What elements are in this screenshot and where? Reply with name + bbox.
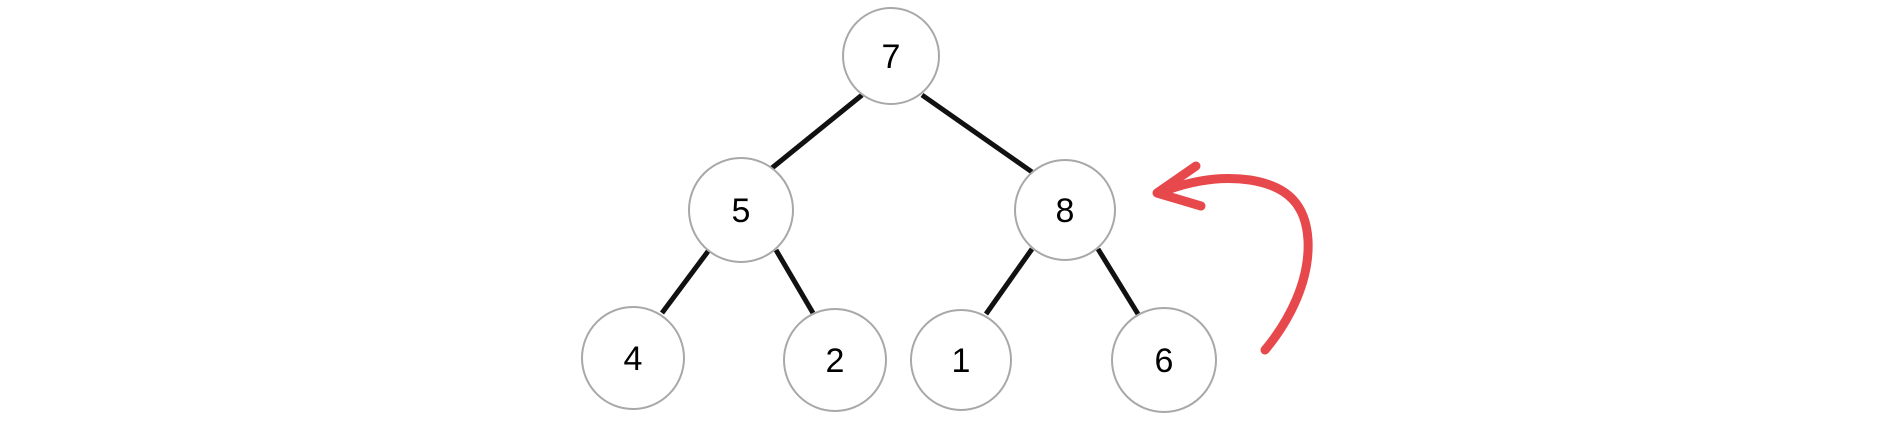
tree-node-n8[interactable]: 8 xyxy=(1014,159,1116,261)
tree-node-n1[interactable]: 1 xyxy=(910,309,1012,411)
node-circle-n6[interactable] xyxy=(1111,307,1217,413)
edge-n5-to-n4 xyxy=(659,248,712,315)
tree-node-n5[interactable]: 5 xyxy=(688,157,794,263)
node-label-n8: 8 xyxy=(1056,192,1075,230)
node-label-n1: 1 xyxy=(952,342,971,380)
edge-n8-to-n6 xyxy=(1095,247,1141,316)
tree-edges xyxy=(659,92,1141,316)
node-circle-n8[interactable] xyxy=(1014,159,1116,261)
tree-node-n2[interactable]: 2 xyxy=(783,308,887,412)
node-label-root: 7 xyxy=(882,38,901,76)
tree-node-n4[interactable]: 4 xyxy=(581,306,685,410)
edge-n8-to-n1 xyxy=(983,247,1035,316)
node-circle-n1[interactable] xyxy=(910,309,1012,411)
tree-node-n6[interactable]: 6 xyxy=(1111,307,1217,413)
node-label-n6: 6 xyxy=(1155,342,1174,380)
tree-nodes: 7 5 8 4 2 1 xyxy=(581,7,1217,413)
node-circle-n5[interactable] xyxy=(688,157,794,263)
edge-n5-to-n2 xyxy=(773,248,816,315)
red-curved-arrow-shaft xyxy=(1165,173,1313,355)
node-label-n2: 2 xyxy=(826,342,845,380)
node-label-n5: 5 xyxy=(732,192,751,230)
edge-root-to-n5 xyxy=(770,93,864,170)
node-circle-n2[interactable] xyxy=(783,308,887,412)
node-circle-n4[interactable] xyxy=(581,306,685,410)
red-arrow-head-icon xyxy=(1152,161,1206,211)
node-label-n4: 4 xyxy=(624,340,643,378)
edge-root-to-n8 xyxy=(920,92,1034,175)
tree-node-root[interactable]: 7 xyxy=(842,7,940,105)
annotation-arrow-group xyxy=(1152,161,1313,355)
node-circle-root[interactable] xyxy=(842,7,940,105)
